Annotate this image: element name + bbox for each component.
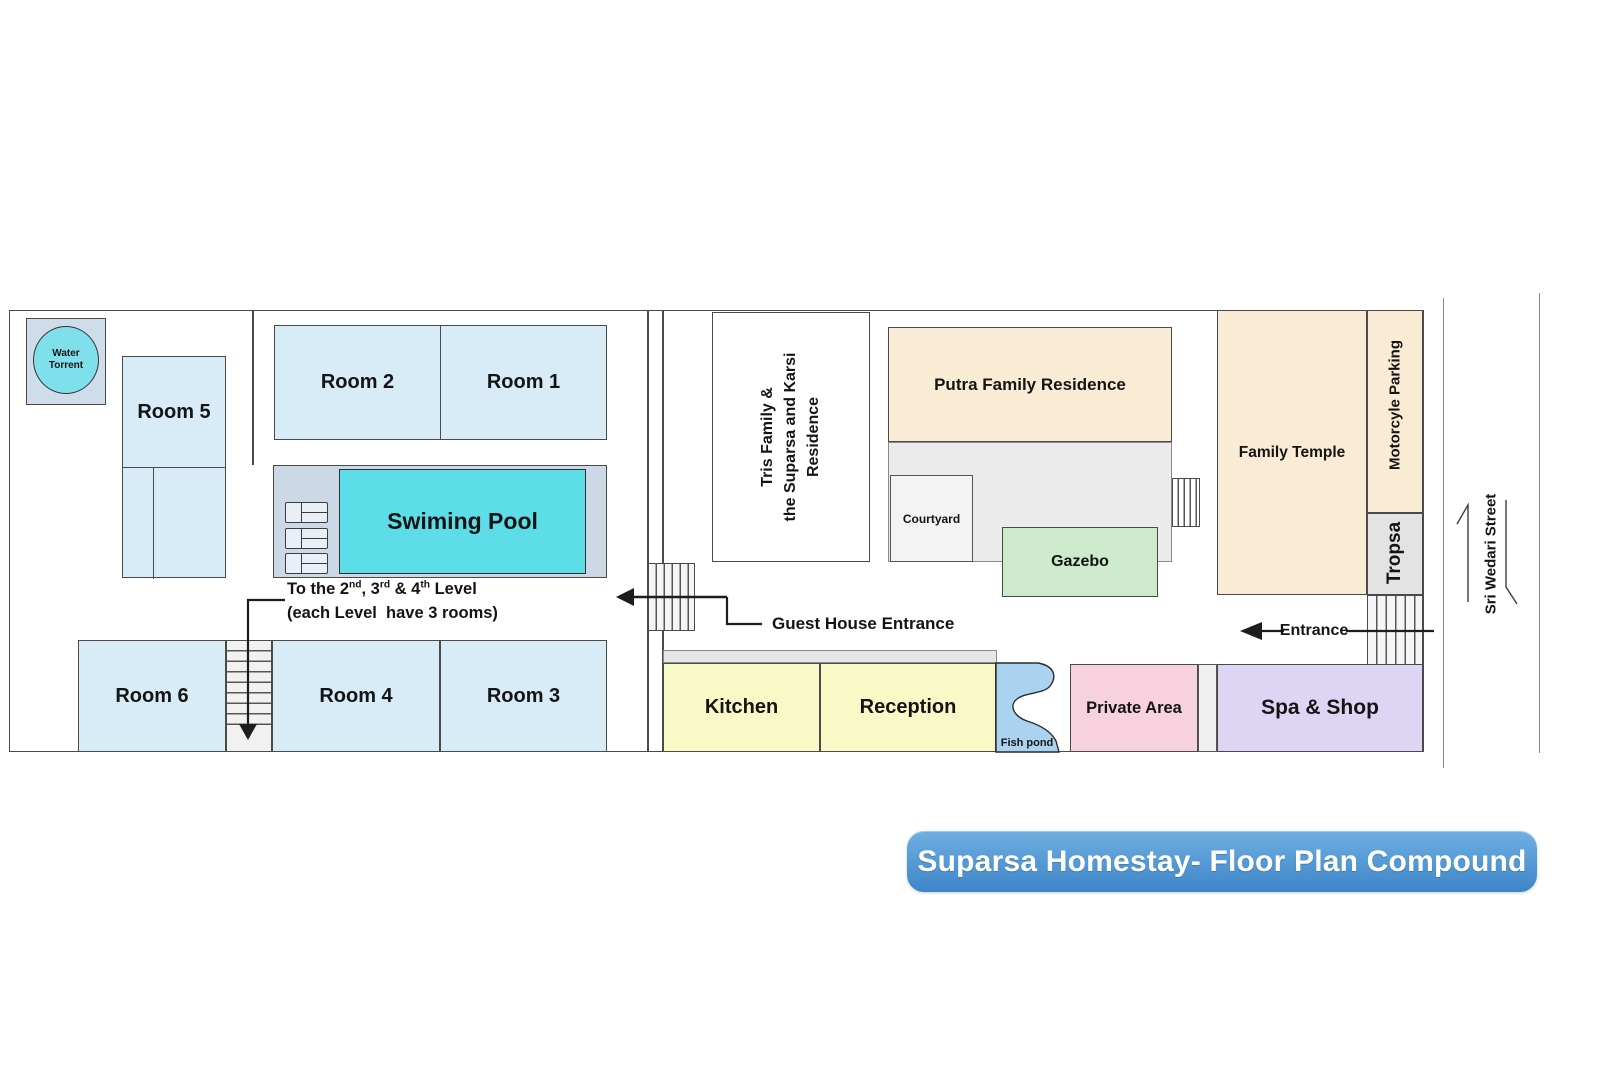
room-5-label-area: Room 5 — [123, 357, 225, 467]
room-4-label: Room 4 — [319, 684, 393, 707]
room-3-label: Room 3 — [486, 684, 561, 707]
wall-corridor-left — [647, 310, 649, 752]
reception-label: Reception — [859, 696, 957, 718]
reception: Reception — [820, 663, 996, 752]
pool-lounger — [285, 553, 328, 574]
courtyard: Courtyard — [890, 475, 973, 562]
tropsa-label: Tropsa — [1384, 521, 1405, 585]
courtyard-stairs — [1172, 478, 1200, 527]
spa-and-shop-label: Spa & Shop — [1261, 696, 1379, 719]
swimming-pool-label: Swiming Pool — [387, 508, 538, 534]
tris-family-residence — [712, 312, 870, 562]
private-area-label: Private Area — [1086, 698, 1182, 717]
kitchen-porch — [663, 650, 997, 663]
swimming-pool: Swiming Pool — [339, 469, 586, 574]
tris-family-label-line3: Residence — [805, 396, 823, 478]
room-6: Room 6 — [78, 640, 226, 752]
room-5-divider-v — [153, 468, 155, 579]
wall-corridor-right — [662, 310, 664, 752]
stairs-note: To the 2nd, 3rd & 4th Level (each Level … — [287, 578, 498, 622]
family-temple-label: Family Temple — [1238, 443, 1346, 461]
street-edge-outer — [1539, 293, 1541, 753]
room-2: Room 2 — [274, 325, 441, 440]
water-torrent-label: Water Torrent — [48, 348, 84, 371]
private-area: Private Area — [1070, 664, 1198, 752]
kitchen: Kitchen — [663, 663, 820, 752]
putra-family-residence: Putra Family Residence — [888, 327, 1172, 442]
stairs-note-line2: (each Level have 3 rooms) — [287, 603, 498, 622]
entrance-label: Entrance — [1279, 622, 1349, 639]
putra-family-residence-label: Putra Family Residence — [934, 374, 1126, 394]
guest-house-entrance-label: Guest House Entrance — [772, 614, 955, 633]
motorcycle-parking-label: Motorcyle Parking — [1386, 339, 1404, 471]
pool-lounger — [285, 502, 328, 523]
stairs-to-upper-levels — [226, 640, 272, 752]
tris-family-label-line2: the Suparsa and Karsi — [782, 352, 800, 522]
room-4: Room 4 — [272, 640, 440, 752]
gazebo-label: Gazebo — [1051, 553, 1109, 570]
guest-house-entrance-stairs — [648, 563, 695, 631]
family-temple: Family Temple — [1217, 310, 1367, 595]
room-3: Room 3 — [440, 640, 607, 752]
room-2-label: Room 2 — [320, 371, 395, 393]
stairs-note-line1: To the 2nd, 3rd & 4th Level — [287, 579, 477, 598]
main-entrance-stairs — [1367, 595, 1423, 665]
courtyard-label: Courtyard — [902, 511, 961, 526]
wall-pool-side — [252, 311, 254, 465]
room-1-label: Room 1 — [486, 371, 561, 393]
spa-divider — [1198, 664, 1217, 752]
gazebo: Gazebo — [1002, 527, 1158, 597]
tris-family-label-line1: Tris Family & — [759, 387, 777, 487]
motorcycle-parking — [1367, 310, 1423, 513]
tropsa — [1367, 513, 1423, 595]
room-1: Room 1 — [440, 325, 607, 440]
street-edge-inner — [1443, 298, 1445, 768]
room-6-label: Room 6 — [115, 684, 189, 707]
street-label: Sri Wedari Street — [1482, 493, 1500, 615]
room-5-divider-h — [123, 467, 225, 469]
pool-lounger — [285, 528, 328, 549]
water-torrent: Water Torrent — [33, 326, 99, 394]
room-5: Room 5 — [122, 356, 226, 579]
spa-and-shop: Spa & Shop — [1217, 664, 1423, 752]
kitchen-label: Kitchen — [704, 696, 779, 718]
fish-pond-label: Fish pond — [1000, 737, 1054, 749]
title-banner: Suparsa Homestay- Floor Plan Compound — [907, 831, 1537, 892]
room-5-label: Room 5 — [137, 400, 211, 423]
